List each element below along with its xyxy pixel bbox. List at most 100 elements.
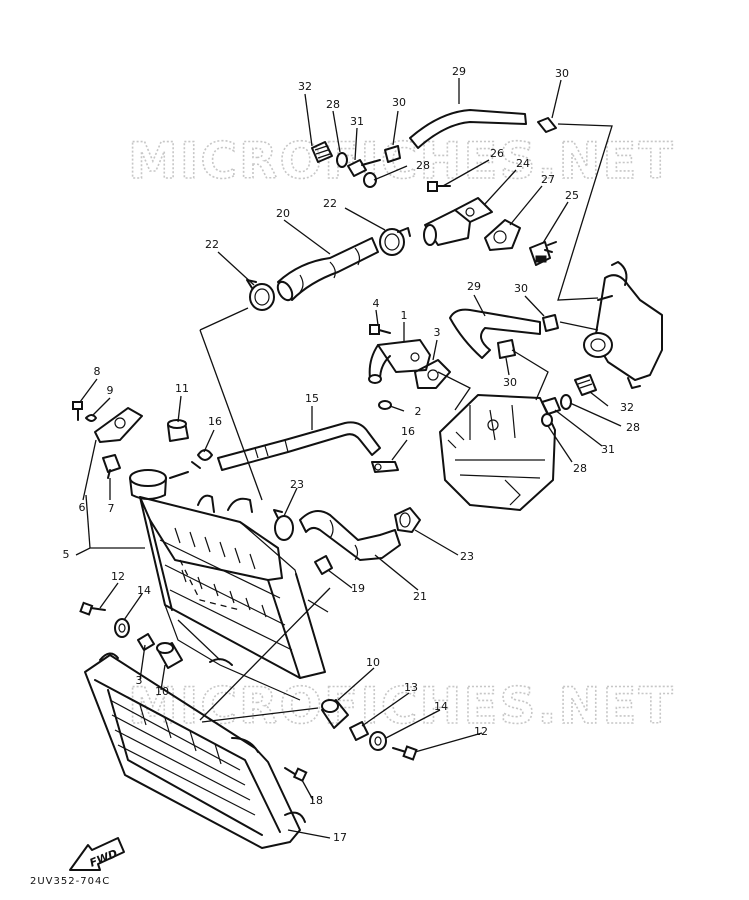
collar-13-left [137,633,155,651]
callout-10: 10 [366,656,380,669]
callout-5: 5 [63,548,70,561]
callout-23: 23 [290,478,304,491]
callout-16: 16 [401,425,415,438]
washer-14-left [114,618,130,638]
callout-26: 26 [490,147,504,160]
washer-28-lower-b [541,413,553,427]
callout-2: 2 [415,405,422,418]
callout-29: 29 [452,65,466,78]
callout-30: 30 [555,67,569,80]
callout-28: 28 [626,421,640,434]
washer-28-upper-2 [363,172,377,188]
washer-14-right [369,731,387,751]
callout-10: 10 [155,685,169,698]
callout-31: 31 [350,115,364,128]
water-pump [583,261,663,389]
radiator-core [129,469,326,701]
hose-29-lower [449,308,541,359]
thermostat-cover-1 [368,339,431,384]
callout-31: 31 [601,443,615,456]
callout-labels: 29 30 32 28 30 31 28 26 24 27 25 20 22 2… [63,65,641,844]
clip-30-lower-a [542,314,559,332]
clip-7 [102,454,121,479]
washer-28-upper [336,152,348,168]
collar-13-right [349,721,369,741]
callout-29: 29 [467,280,481,293]
clamp-22-left [246,279,275,311]
fitting-31-lower [541,397,561,415]
callout-17: 17 [333,831,347,844]
callout-30: 30 [503,376,517,389]
hose-20 [276,237,379,302]
callout-19: 19 [351,582,365,595]
gasket-27 [484,219,521,251]
hose-21 [299,510,401,561]
o-ring-2 [378,400,392,410]
callout-4: 4 [373,297,380,310]
washer-9 [85,414,97,422]
callout-14: 14 [434,700,448,713]
callout-13: 13 [404,681,418,694]
damper-11 [167,419,189,442]
callout-30: 30 [514,282,528,295]
thermo-unit-25 [529,241,557,266]
callout-7: 7 [108,502,115,515]
washer-28-lower-a [560,394,572,410]
clip-30-lower-b [497,339,516,359]
bolt-12-left [79,601,106,616]
fwd-arrow: FWD [69,837,125,871]
callout-18: 18 [309,794,323,807]
callout-11: 11 [175,382,189,395]
callout-28: 28 [326,98,340,111]
fitting-32-lower [574,374,597,396]
callout-20: 20 [276,207,290,220]
callout-24: 24 [516,157,530,170]
callout-3: 3 [434,326,441,339]
damper-10-left [156,642,183,669]
bolt-12-right [392,745,418,761]
callout-32: 32 [620,401,634,414]
leader-lines [75,78,622,839]
cylinder-head [439,394,556,511]
callout-32: 32 [298,80,312,93]
clamp-22-upper [379,227,411,256]
bracket-6 [94,407,143,443]
radiator-guard [84,652,306,849]
fitting-31-upper [347,159,367,177]
callout-3: 3 [136,674,143,687]
watermark-top: MICROFICHES.NET [128,132,675,190]
callout-21: 21 [413,590,427,603]
fitting-32-upper [311,141,333,163]
hose-clip-16-left [191,449,213,469]
clamp-23-left [273,509,294,541]
callout-28: 28 [573,462,587,475]
callout-23: 23 [460,550,474,563]
callout-16: 16 [208,415,222,428]
clip-30-upper [361,145,401,166]
callout-12: 12 [111,570,125,583]
callout-27: 27 [541,173,555,186]
damper-10-right [321,699,349,729]
hose-29-upper [409,109,557,149]
callout-22: 22 [323,197,337,210]
callout-6: 6 [79,501,86,514]
screw-8 [72,401,83,421]
gasket-3-upper [414,359,451,389]
hose-clip-16-right [371,461,399,473]
clamp-23-right [394,507,421,533]
diagram-code: 2UV352-704C [30,876,110,887]
callout-1: 1 [401,309,408,322]
callout-30: 30 [392,96,406,109]
pipe-15 [217,421,381,471]
callout-22: 22 [205,238,219,251]
callout-25: 25 [565,189,579,202]
bolt-4 [369,324,391,335]
callout-12: 12 [474,725,488,738]
pipe-joint-24 [423,197,493,246]
callout-8: 8 [94,365,101,378]
watermark-bottom: MICROFICHES.NET [128,677,675,735]
bolt-18 [284,767,308,782]
clip-19 [314,555,333,575]
callout-15: 15 [305,392,319,405]
